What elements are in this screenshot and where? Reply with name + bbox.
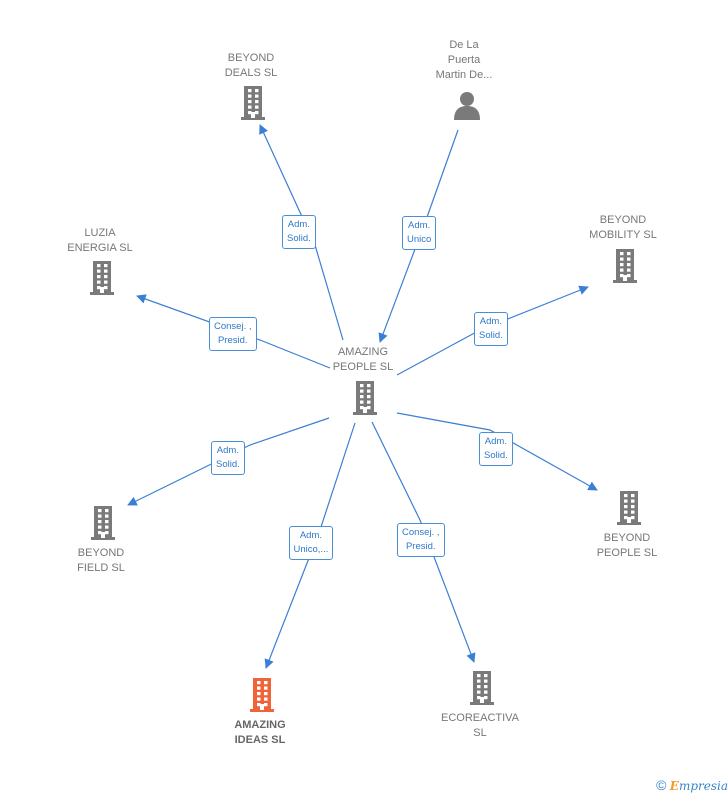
edge-role-badge[interactable]: Adm. Solid. — [479, 432, 513, 466]
node-label-ecoreactiva[interactable]: ECOREACTIVA SL — [440, 712, 520, 739]
node-label-amazing-people[interactable]: AMAZING PEOPLE SL — [332, 346, 394, 373]
edge-line — [136, 294, 331, 369]
node-label-beyond-mobility[interactable]: BEYOND MOBILITY SL — [589, 214, 657, 241]
person-icon[interactable] — [452, 90, 482, 125]
building-icon[interactable] — [88, 506, 118, 545]
building-icon[interactable] — [247, 678, 277, 717]
node-label-de-la-puerta[interactable]: De La Puerta Martin De... — [435, 39, 493, 81]
node-label-beyond-people[interactable]: BEYOND PEOPLE SL — [596, 532, 658, 559]
edge-role-badge[interactable]: Consej. , Presid. — [209, 317, 257, 351]
node-label-beyond-deals[interactable]: BEYOND DEALS SL — [224, 52, 278, 79]
brand-logo: Empresia — [669, 779, 728, 793]
building-icon[interactable] — [610, 249, 640, 288]
building-icon[interactable] — [87, 261, 117, 300]
node-label-amazing-ideas[interactable]: AMAZING IDEAS SL — [234, 719, 286, 746]
node-label-luzia-energia[interactable]: LUZIA ENERGIA SL — [67, 227, 133, 254]
building-icon[interactable] — [614, 491, 644, 530]
edge-role-badge[interactable]: Adm. Solid. — [211, 441, 245, 475]
building-icon[interactable] — [467, 671, 497, 710]
edge-line — [396, 412, 598, 491]
edge-role-badge[interactable]: Adm. Unico — [402, 216, 437, 250]
edge-role-badge[interactable]: Adm. Solid. — [282, 215, 316, 249]
node-label-beyond-field[interactable]: BEYOND FIELD SL — [77, 547, 125, 574]
edge-role-badge[interactable]: Adm. Solid. — [474, 312, 508, 346]
edge-line — [127, 417, 330, 506]
building-icon[interactable] — [350, 381, 380, 420]
edge-role-badge[interactable]: Adm. Unico,... — [288, 526, 334, 560]
copyright-symbol: © — [656, 777, 667, 793]
footer-brand: © Empresia — [656, 777, 728, 793]
edge-role-badge[interactable]: Consej. , Presid. — [397, 523, 445, 557]
edge-line — [371, 421, 476, 663]
building-icon[interactable] — [238, 86, 268, 125]
